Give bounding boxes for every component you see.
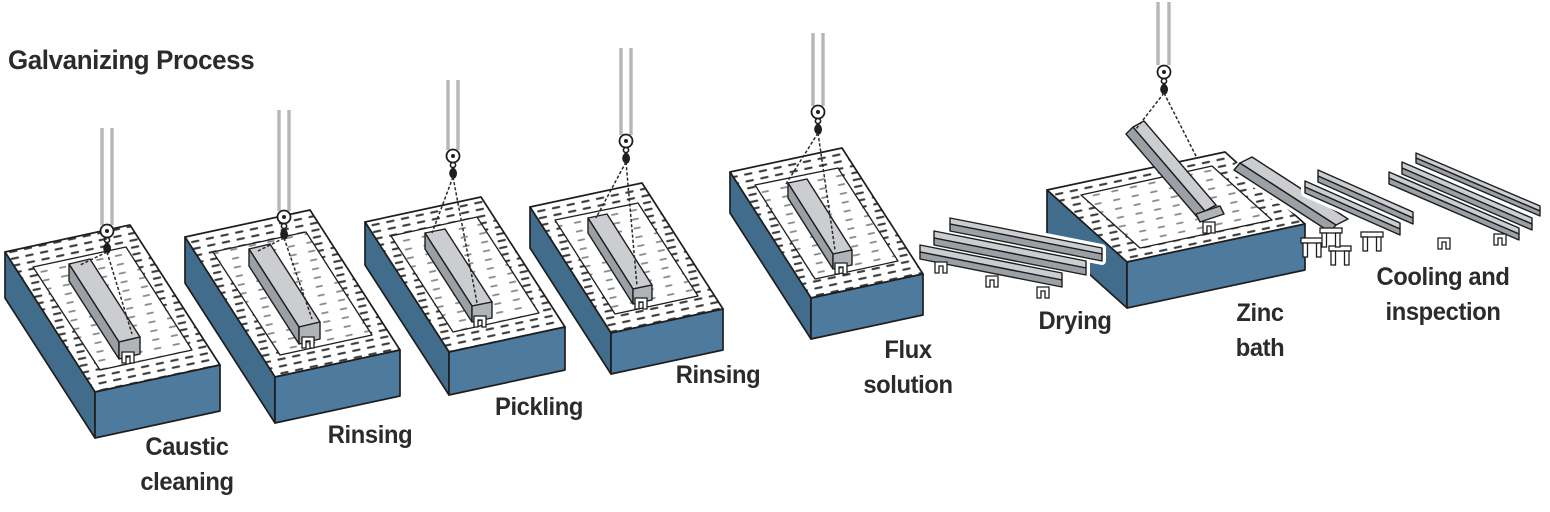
cooling-inspection-area	[1301, 149, 1544, 252]
tank-front-wall	[94, 364, 221, 439]
label-line: cleaning	[140, 467, 234, 496]
steel-beam	[1388, 171, 1520, 241]
trestle-support	[1437, 237, 1451, 250]
crane-hoist	[595, 48, 638, 287]
caustic-cleaning-tank	[4, 128, 221, 439]
steel-beam	[587, 213, 653, 310]
rack-support	[934, 261, 948, 274]
crane-hoist	[79, 128, 133, 335]
label-line: Pickling	[494, 393, 584, 421]
diagram-title: Galvanizing Process	[8, 45, 255, 75]
steel-beam	[1415, 152, 1541, 217]
label-line: Rinsing	[327, 421, 413, 449]
label-rinsing-1: Rinsing	[327, 418, 413, 453]
crane-hoist	[785, 33, 836, 251]
steel-beam	[1317, 169, 1414, 225]
label-line: Cooling and	[1376, 263, 1510, 291]
flux-solution-tank	[729, 33, 924, 340]
label-line: Rinsing	[675, 361, 761, 389]
pickling-tank	[364, 80, 566, 396]
label-line: bath	[1235, 333, 1285, 362]
support-stand	[1300, 237, 1324, 258]
steel-beam	[787, 178, 853, 275]
crane-hoist	[1135, 2, 1198, 159]
rack-support	[985, 275, 999, 288]
support-stand	[1328, 245, 1352, 266]
pulley-icon	[99, 223, 115, 239]
label-caustic-cleaning: Caustic cleaning	[140, 430, 234, 499]
label-rinsing-2: Rinsing	[675, 358, 761, 393]
trestle-support	[1493, 233, 1507, 246]
label-line: Drying	[1038, 307, 1112, 335]
steel-beam	[919, 244, 1063, 288]
steel-beam	[248, 243, 321, 349]
trestle-support	[1319, 227, 1343, 248]
label-pickling: Pickling	[495, 390, 583, 425]
label-line: solution	[863, 370, 953, 399]
crane-hoist	[257, 110, 313, 320]
lifted-steel-beam	[1125, 120, 1225, 234]
rinsing-tank-1	[184, 110, 401, 424]
label-line: inspection	[1385, 297, 1501, 326]
label-flux-solution: Flux solution	[863, 333, 953, 402]
drying-rack	[916, 214, 1106, 299]
steel-beam	[1401, 161, 1533, 231]
rack-support	[1036, 286, 1050, 299]
steel-beam	[933, 230, 1087, 276]
label-cooling-inspection: Cooling and inspection	[1376, 260, 1509, 329]
steel-beam	[68, 258, 141, 364]
label-zinc-bath: Zinc bath	[1236, 296, 1285, 365]
label-line: Caustic	[145, 433, 229, 461]
rinsing-tank-2	[529, 48, 724, 375]
label-line: Zinc	[1236, 299, 1284, 327]
steel-beam	[1304, 180, 1401, 236]
label-line: Flux	[884, 336, 932, 364]
label-drying: Drying	[1039, 304, 1112, 339]
transfer-beam	[1230, 153, 1352, 266]
crane-hoist	[431, 80, 478, 304]
trestle-support	[1360, 231, 1384, 252]
steel-beam	[949, 217, 1103, 262]
steel-beam	[424, 228, 493, 328]
